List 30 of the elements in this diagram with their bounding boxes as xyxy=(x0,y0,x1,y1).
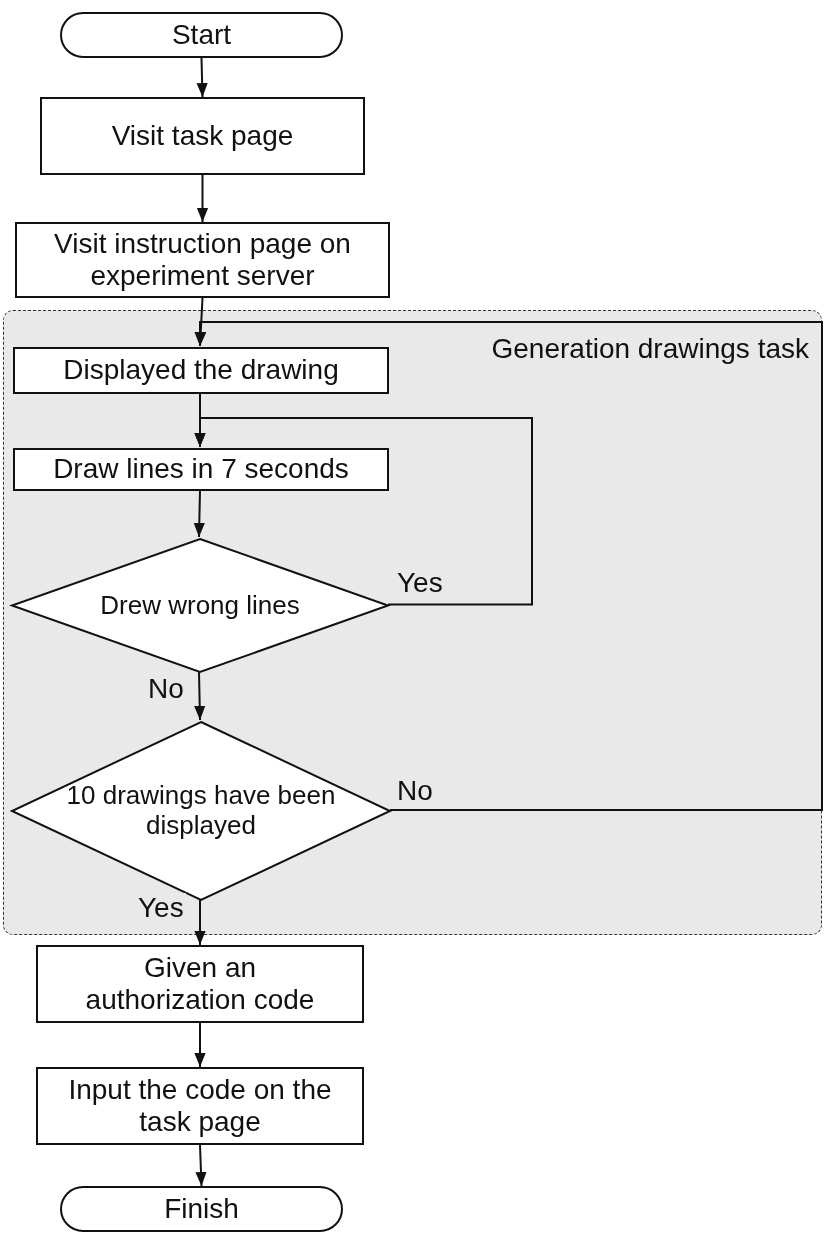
terminal-shape xyxy=(60,1186,343,1232)
node-label: Input the code on the task page xyxy=(67,1073,333,1139)
arrow xyxy=(193,489,205,538)
process-box xyxy=(36,945,364,1023)
node-label: 10 drawings have been displayed xyxy=(66,781,336,841)
arrow xyxy=(196,57,208,98)
group-heading: Generation drawings task xyxy=(491,333,809,366)
node-label: Draw lines in 7 seconds xyxy=(53,453,349,486)
arrow xyxy=(194,1022,206,1068)
node-label: Visit instruction page on experiment server xyxy=(53,227,352,293)
node-label: Visit task page xyxy=(111,119,294,153)
node-label: Finish xyxy=(164,1192,239,1226)
process-box xyxy=(40,97,365,175)
arrow xyxy=(196,174,209,223)
arrow xyxy=(194,321,823,811)
node-label: Drew wrong lines xyxy=(100,590,300,621)
decision-diamond xyxy=(11,538,389,673)
arrow xyxy=(194,671,206,721)
group-region xyxy=(3,310,822,935)
node-label: Given an authorization code xyxy=(84,951,316,1017)
arrow xyxy=(194,899,206,946)
process-box xyxy=(13,347,389,394)
process-box xyxy=(36,1067,364,1145)
node-label: Start xyxy=(171,18,232,52)
process-box xyxy=(13,448,389,491)
process-box xyxy=(15,222,390,298)
terminal-shape xyxy=(60,12,343,58)
node-label: Displayed the drawing xyxy=(63,354,339,387)
arrow xyxy=(195,1144,207,1187)
arrow xyxy=(194,417,533,606)
